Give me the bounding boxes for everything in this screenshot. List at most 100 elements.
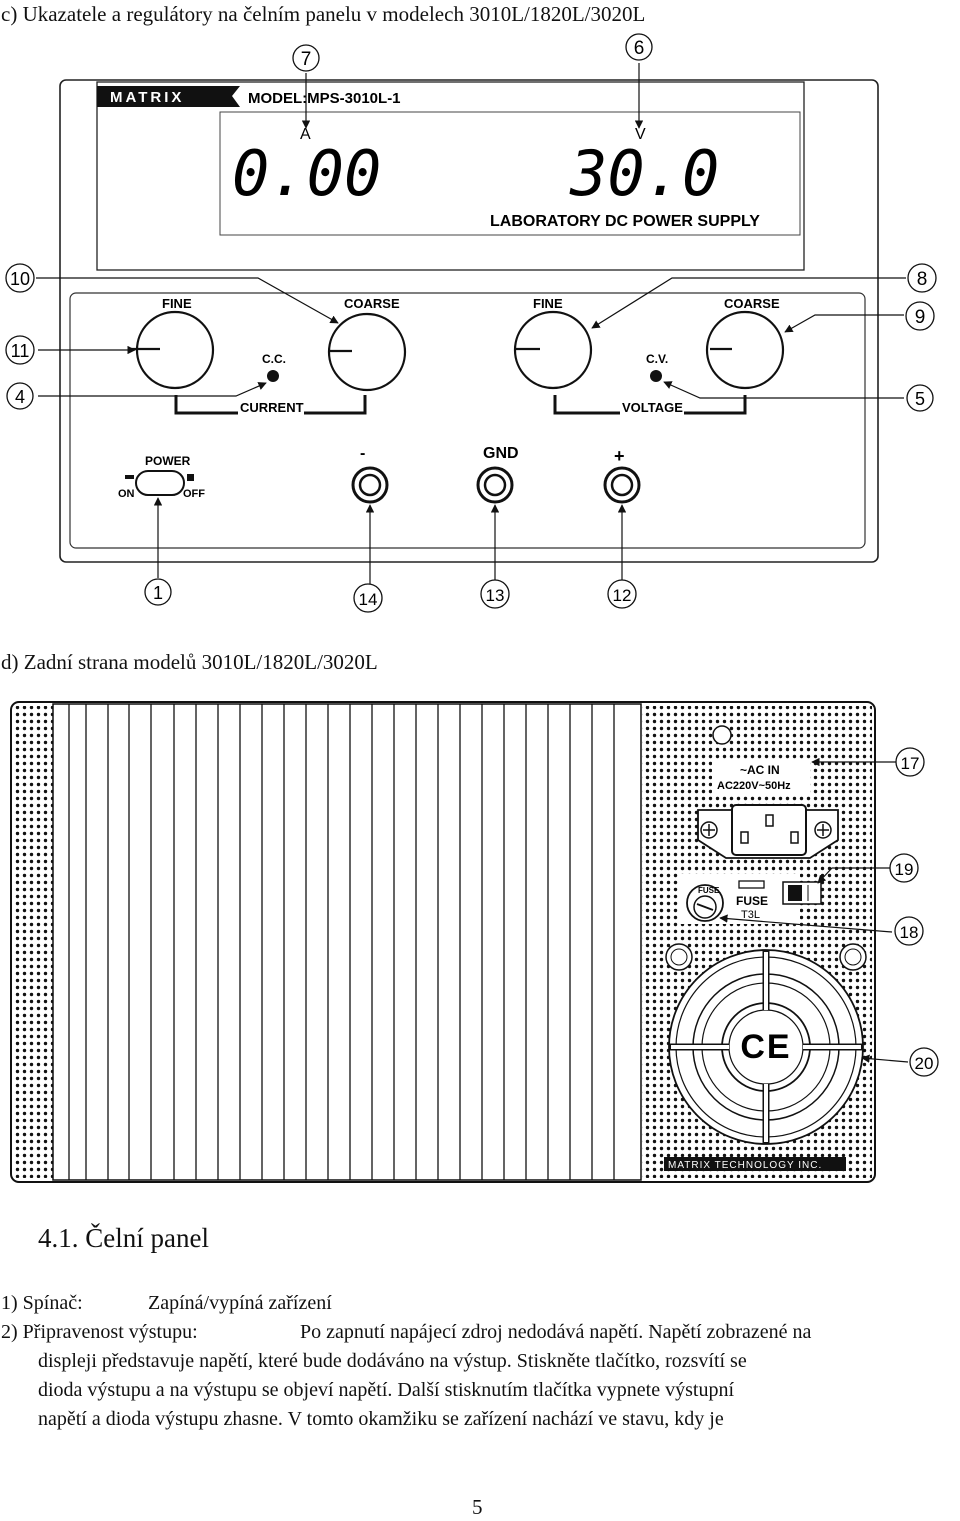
off-mark [187,474,194,481]
rear-case-outline [10,701,876,1183]
svg-text:FUSE: FUSE [698,886,720,895]
current-coarse-knob[interactable] [327,312,407,392]
gnd-terminal[interactable] [476,466,514,504]
voltmeter-unit: V [635,126,646,143]
svg-text:7: 7 [301,49,312,70]
svg-text:19: 19 [895,860,914,879]
callout-12: 12 [607,579,637,609]
model-label: MODEL:MPS-3010L-1 [248,90,401,107]
svg-text:13: 13 [486,586,505,605]
voltage-coarse-label: COARSE [724,296,780,311]
gnd-label: GND [483,445,519,462]
on-label: ON [118,488,135,500]
callouts-front: 7 6 10 8 11 9 4 5 1 14 13 12 [5,33,937,613]
fuse-rating: T3L [741,909,760,921]
svg-text:6: 6 [634,38,645,59]
item-1-desc: Zapíná/vypíná zařízení [148,1292,332,1314]
voltage-fine-knob[interactable] [513,310,593,390]
callouts-rear: 17 19 18 20 [889,747,939,1077]
svg-text:5: 5 [915,389,925,409]
ac-inlet[interactable] [697,804,839,859]
power-switch[interactable] [135,470,185,496]
brand-logo: MATRIX [97,86,240,107]
callout-13: 13 [480,579,510,609]
item-1-label: 1) Spínač: [1,1292,83,1314]
footer-brand-strip [664,1157,846,1171]
heatsink-fins [68,704,615,1180]
svg-text:8: 8 [917,269,928,290]
item-2-desc: Po zapnutí napájecí zdroj nedodává napět… [300,1321,812,1343]
front-panel-diagram: MATRIX MODEL:MPS-3010L-1 A V 0.00 30.0 L… [0,0,960,620]
ammeter-value: 0.00 [232,137,381,210]
callout-6: 6 [625,33,653,61]
fan-grill [668,949,864,1145]
power-label: POWER [145,454,191,468]
voltage-fine-label: FINE [533,296,563,311]
svg-text:14: 14 [359,590,378,609]
cc-led [267,370,279,382]
svg-text:18: 18 [900,923,919,942]
on-mark [125,475,134,479]
callout-20: 20 [909,1047,939,1077]
svg-text:12: 12 [613,586,632,605]
fuse-label: FUSE [736,894,768,908]
callout-11: 11 [5,335,35,365]
cv-label: C.V. [646,352,668,366]
current-coarse-label: COARSE [344,296,400,311]
callout-1: 1 [144,578,172,606]
svg-text:1: 1 [153,583,163,603]
item-2-label: 2) Připravenost výstupu: [1,1321,198,1343]
leader-lines [36,63,906,586]
page-number: 5 [472,1495,483,1519]
callout-8: 8 [907,263,937,293]
rear-panel-caption: d) Zadní strana modelů 3010L/1820L/3020L [1,650,378,674]
ac-in-label: ~AC IN [740,763,780,777]
callout-5: 5 [906,384,934,412]
item-2-line-2: dioda výstupu a na výstupu se objeví nap… [38,1379,735,1401]
voltage-selector[interactable] [782,881,822,905]
minus-terminal[interactable] [351,466,389,504]
rear-panel-diagram: ~AC IN AC220V~50Hz FUSE FUSE T3L [0,690,960,1200]
callout-4: 4 [6,382,34,410]
current-label: CURRENT [240,400,304,415]
voltage-label: VOLTAGE [622,400,683,415]
svg-text:11: 11 [11,341,30,361]
left-vent [15,706,53,1178]
callout-14: 14 [353,583,383,613]
ce-mark: CE [740,1028,791,1066]
brand-text: MATRIX [110,89,184,106]
current-fine-label: FINE [162,296,192,311]
minus-label: - [360,445,365,462]
svg-text:9: 9 [915,307,926,328]
svg-text:20: 20 [915,1054,934,1073]
fuse-symbol [738,880,765,889]
ammeter-unit: A [300,126,311,143]
callout-7: 7 [292,44,320,72]
section-heading: 4.1. Čelní panel [38,1223,209,1253]
cc-label: C.C. [262,352,286,366]
item-2-line-1: displeji představuje napětí, které bude … [38,1350,747,1372]
controls-frame [69,292,866,549]
screw-hole [712,725,732,745]
callout-10: 10 [5,263,35,293]
fuse-holder[interactable]: FUSE [686,884,724,922]
callout-9: 9 [905,301,935,331]
callout-17: 17 [895,747,925,777]
current-fine-knob[interactable] [130,310,215,390]
voltage-coarse-knob[interactable] [705,310,785,390]
item-1: 1) Spínač: [1,1289,231,1319]
svg-text:17: 17 [901,754,920,773]
lcd-window [219,111,801,236]
off-label: OFF [183,488,205,500]
heatsink [52,703,642,1181]
plus-terminal[interactable] [603,466,641,504]
front-panel-outline [59,79,879,563]
cv-led [650,370,662,382]
svg-text:4: 4 [15,387,25,407]
plus-label: + [614,446,625,466]
svg-text:10: 10 [10,269,30,289]
leader-lines-rear [719,757,909,1063]
callout-18: 18 [894,916,924,946]
item-2-line-3: napětí a dioda výstupu zhasne. V tomto o… [38,1408,724,1430]
callout-19: 19 [889,853,919,883]
